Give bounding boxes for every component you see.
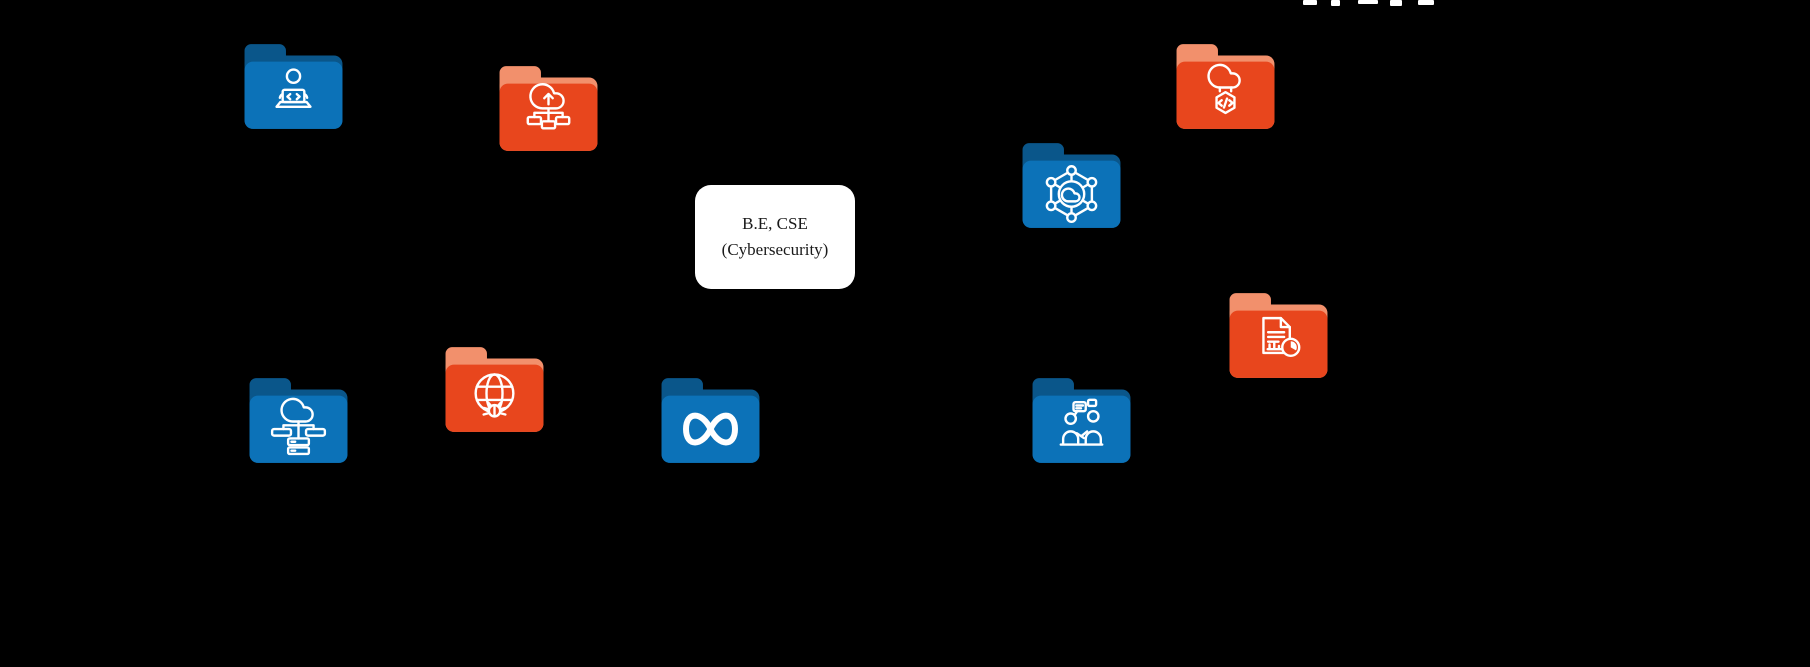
people-discussion-icon: [1025, 374, 1138, 469]
folder-people-discussion[interactable]: [1025, 374, 1138, 469]
folder-network-hexagon-cloud[interactable]: [1015, 139, 1128, 234]
center-node-card: B.E, CSE (Cybersecurity): [695, 185, 855, 289]
infinity-devops-icon: [654, 374, 767, 469]
folder-cloud-code[interactable]: [1169, 40, 1282, 135]
network-hexagon-cloud-icon: [1015, 139, 1128, 234]
cloud-code-icon: [1169, 40, 1282, 135]
folder-person-at-laptop[interactable]: [237, 40, 350, 135]
folder-globe-bug[interactable]: [438, 343, 551, 438]
folder-report-analytics[interactable]: [1222, 289, 1335, 384]
folder-infinity-devops[interactable]: [654, 374, 767, 469]
person-at-laptop-icon: [237, 40, 350, 135]
cloud-server-link-icon: [242, 374, 355, 469]
center-node-line2: (Cybersecurity): [721, 240, 829, 259]
report-analytics-icon: [1222, 289, 1335, 384]
folder-cloud-server-link[interactable]: [242, 374, 355, 469]
globe-bug-icon: [438, 343, 551, 438]
cloud-upload-network-icon: [492, 62, 605, 157]
folder-shape: [445, 347, 544, 432]
center-node-line1: B.E, CSE: [742, 213, 808, 233]
folder-shape: [1032, 378, 1131, 463]
folder-cloud-upload-network[interactable]: [492, 62, 605, 157]
cropped-white-artifact: [1303, 0, 1434, 18]
